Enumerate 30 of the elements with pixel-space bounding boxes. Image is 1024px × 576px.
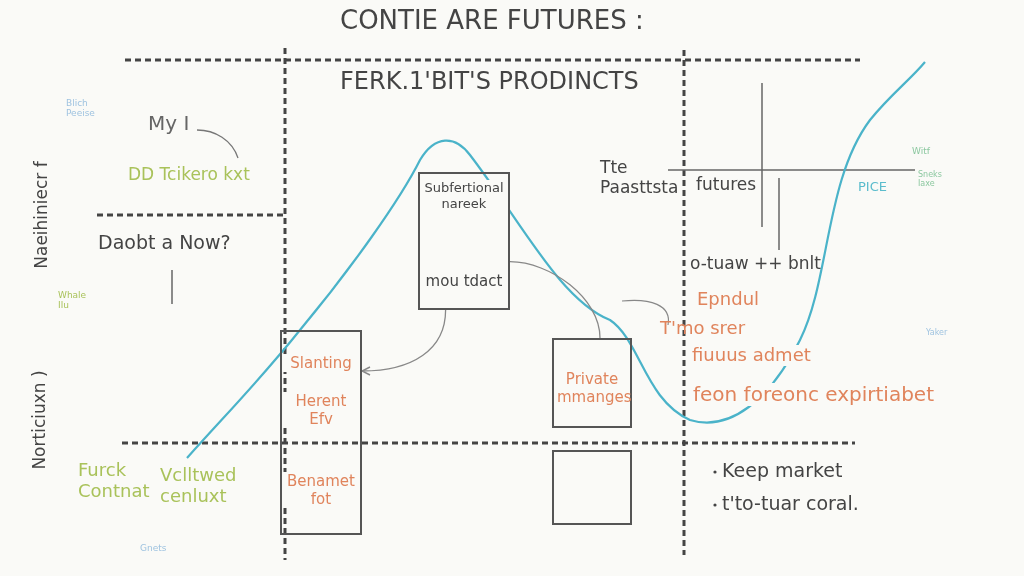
note: DD Tcikero kxt xyxy=(128,165,250,185)
note: Vclltwed cenluxt xyxy=(160,465,238,507)
note: Daobt a Now? xyxy=(98,232,231,254)
note: Whale Ilu xyxy=(58,290,88,311)
note: My I xyxy=(148,112,190,135)
note: Yaker xyxy=(926,328,948,338)
note: feon foreonc expirtiabet xyxy=(693,383,934,406)
note-box xyxy=(418,172,510,310)
note: Furck Contnat xyxy=(78,460,151,502)
bullet-item: Keep market xyxy=(722,460,843,482)
note: Blich Peeise xyxy=(66,98,96,119)
arrow xyxy=(361,309,447,376)
note: Sneks Iaxe xyxy=(918,170,943,189)
note: Gnets xyxy=(140,543,167,554)
note: o-tuaw ++ bnlt xyxy=(690,254,821,274)
bullet-item: t'to-tuar coral. xyxy=(722,493,859,515)
note: PICE xyxy=(858,180,887,195)
heading: FERK.1'BIT'S PRODINCTS xyxy=(340,68,639,96)
note-box xyxy=(280,330,362,535)
note: Epndul xyxy=(697,289,760,310)
connector-line xyxy=(509,261,601,339)
note: Tte Paasttsta xyxy=(600,158,680,198)
axis-label: Naeihiniecr f xyxy=(32,161,52,269)
note: futures xyxy=(696,175,757,195)
title: CONTIE ARE FUTURES : xyxy=(340,6,644,36)
note: Witf xyxy=(912,146,930,157)
note: T'mo srer xyxy=(660,318,746,339)
axis-label: Norticiuxn ) xyxy=(30,370,50,470)
empty-box xyxy=(552,450,632,525)
note: fiuuus admet xyxy=(692,345,811,366)
